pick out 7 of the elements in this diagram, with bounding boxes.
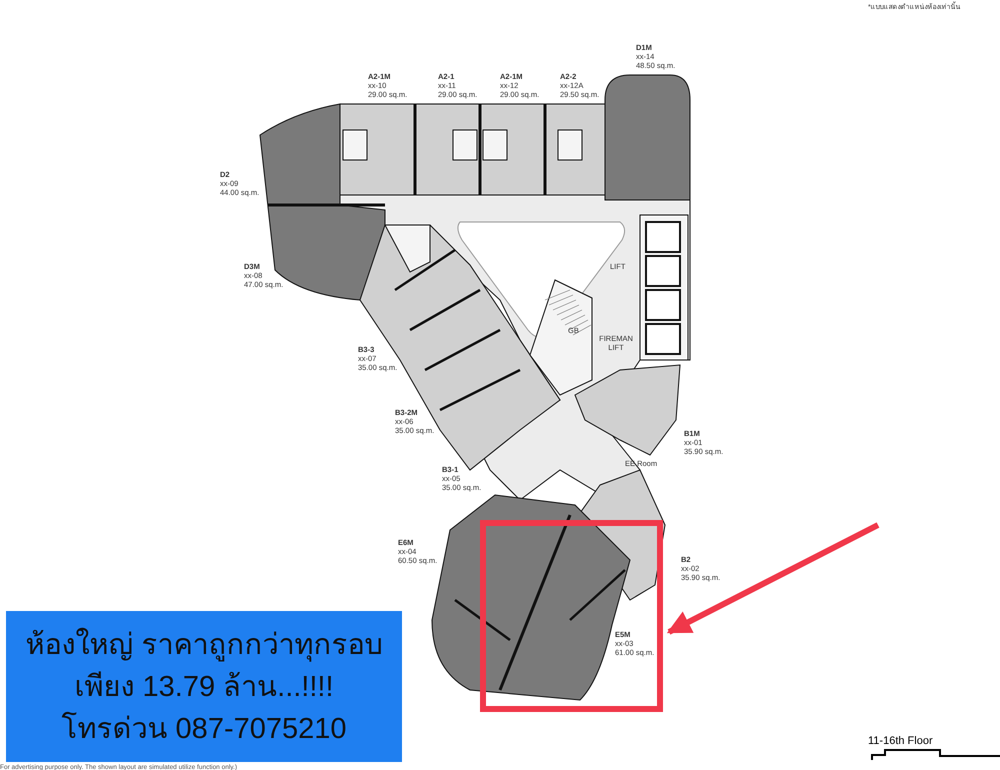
arrow <box>666 522 880 635</box>
highlight-frame <box>480 520 663 712</box>
promo-text: โทรด่วน 087-7075210 <box>62 710 346 746</box>
floor-label: 11-16th Floor <box>868 737 933 746</box>
promo-box <box>6 611 402 762</box>
promo-text: เพียง 13.79 ล้าน...!!!! <box>74 670 334 704</box>
promo-text: ห้องใหญ่ ราคาถูกกว่าทุกรอบ <box>25 626 383 664</box>
